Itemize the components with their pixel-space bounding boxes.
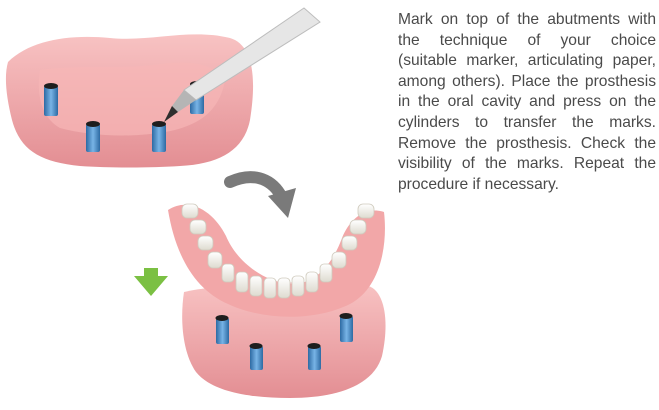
abutment-bottom-2 [250, 343, 264, 370]
abutment-top-1 [44, 83, 58, 116]
abutment-bottom-1 [216, 315, 230, 344]
abutment-bottom-3 [308, 343, 322, 370]
curved-arrow-icon [230, 177, 296, 218]
abutment-top-2 [86, 121, 100, 152]
prosthesis-illustration [0, 0, 390, 405]
instructions-text: Mark on top of the abutments with the te… [398, 10, 656, 195]
abutment-top-3 [152, 121, 166, 152]
abutment-bottom-4 [340, 313, 354, 342]
down-arrow-icon [134, 268, 168, 296]
gum-model-top [6, 34, 253, 167]
